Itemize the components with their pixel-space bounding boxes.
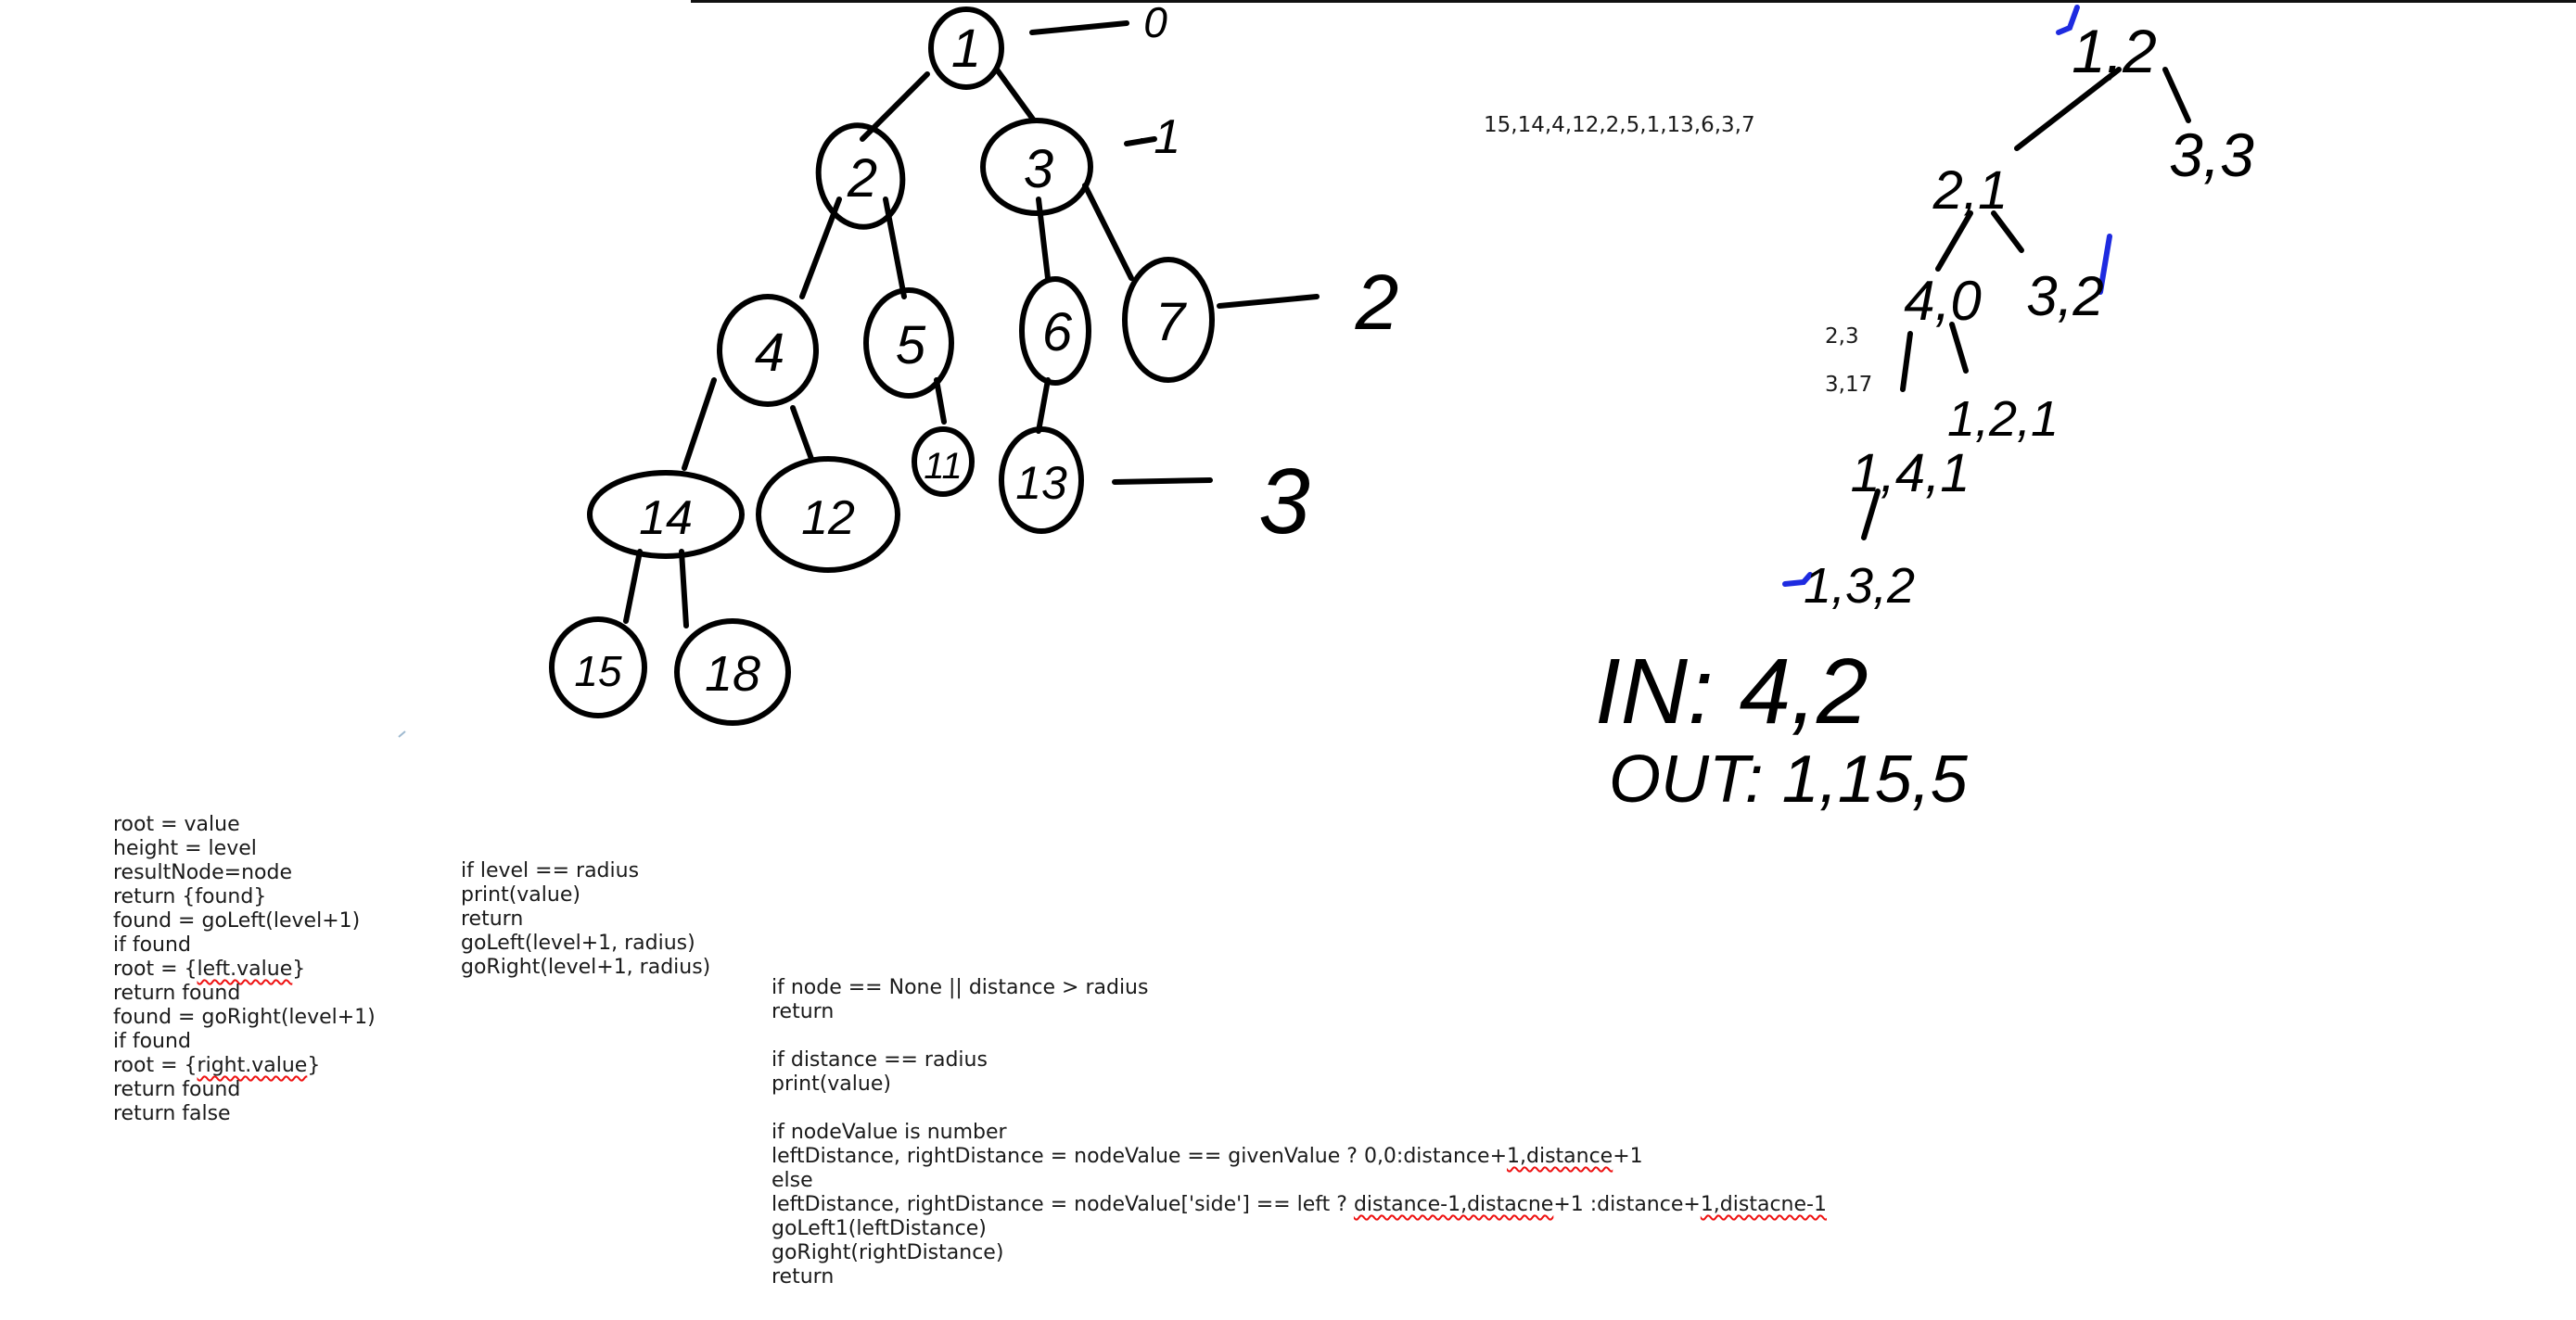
tree-node-label: 5 [896, 315, 926, 375]
code-line [772, 1024, 1827, 1048]
sketch-label: 1,2,1 [1947, 391, 2059, 447]
tree-node-label: 18 [705, 646, 760, 702]
code-line: resultNode=node [113, 861, 292, 884]
sketch-label: 4,0 [1904, 270, 1981, 332]
tree-node-circle [1122, 257, 1215, 383]
out-line: OUT: 1,15,5 [1609, 742, 1969, 817]
code-line: if level == radius [461, 859, 640, 882]
code-line: root = {left.value} [113, 958, 306, 981]
sketch-label: 1,4,1 [1851, 443, 1970, 503]
code-line: return false [113, 1102, 231, 1125]
code-line: return [772, 1000, 835, 1023]
code-line: leftDistance, rightDistance = nodeValue[… [772, 1193, 1827, 1216]
tree-node-label: 6 [1042, 302, 1073, 362]
sketch-label: 2,1 [1932, 160, 2009, 221]
code-line: if node == None || distance > radius [772, 976, 1149, 999]
tree-node-circle [980, 118, 1093, 216]
code-line: goRight(level+1, radius) [461, 956, 711, 979]
tree-node-circle [756, 456, 900, 573]
coord-note: 3,17 [1825, 373, 1873, 397]
level-label: 0 [1143, 0, 1167, 46]
tree-node-circle [815, 122, 906, 230]
code-line: return [461, 908, 524, 931]
tree-node-circle [587, 470, 745, 559]
sequence-note: 15,14,4,12,2,5,1,13,6,3,7 [1484, 113, 1755, 137]
code-line: return {found} [113, 885, 267, 908]
in-line: IN: 4,2 [1595, 640, 1868, 743]
tree-node-label: 1 [951, 19, 981, 79]
tree-node-circle [549, 616, 647, 718]
code-line: leftDistance, rightDistance = nodeValue … [772, 1145, 1643, 1168]
code-line: height = level [113, 837, 257, 860]
tree-node-label: 12 [801, 491, 855, 545]
code-line: else [772, 1169, 813, 1192]
code-line: goRight(rightDistance) [772, 1241, 1004, 1264]
sketch-label: 1,3,2 [1804, 558, 1915, 614]
right-sketch: 1,2 2,1 3,3 4,0 3,2 1,2,1 1,4,1 1,3,2 IN… [1595, 5, 2254, 817]
sketch-label: 3,3 [2169, 121, 2254, 189]
tree-node-circle [999, 426, 1084, 534]
level-label: -1 [1138, 110, 1180, 164]
code-line: root = {right.value} [113, 1054, 321, 1077]
tree-node-label: 11 [924, 446, 963, 487]
tree-node-label: 2 [847, 148, 877, 209]
sketch-label: 3,2 [2026, 265, 2103, 327]
code-line: goLeft(level+1, radius) [461, 932, 695, 955]
tree-sketch: 1 2 3 4 5 6 7 14 12 11 13 15 18 0 -1 2 3 [398, 0, 1399, 738]
code-line: if found [113, 933, 191, 957]
coord-note: 2,3 [1825, 324, 1859, 349]
tree-node-label: 4 [755, 323, 784, 383]
level-label: 2 [1355, 259, 1399, 346]
code-line: goLeft1(leftDistance) [772, 1217, 987, 1240]
tree-node-circle [717, 294, 819, 407]
code-line: root = value [113, 813, 240, 836]
tree-node-circle [912, 426, 975, 497]
tree-node-circle [928, 6, 1004, 90]
code-line: found = goLeft(level+1) [113, 909, 361, 933]
code-line [772, 1097, 1827, 1121]
tree-node-label: 3 [1024, 139, 1053, 199]
code-line: if distance == radius [772, 1048, 988, 1072]
tree-node-label: 15 [574, 647, 622, 695]
code-line: return found [113, 1078, 241, 1101]
code-line: if found [113, 1030, 191, 1053]
code-line: found = goRight(level+1) [113, 1006, 376, 1029]
code-line: return found [113, 982, 241, 1005]
tree-node-circle [674, 618, 791, 726]
tree-node-label: 7 [1155, 292, 1188, 352]
code-line: print(value) [461, 883, 580, 907]
sketch-label: 1,2 [2072, 17, 2157, 85]
level-label: 3 [1258, 450, 1310, 553]
code-line: return [772, 1265, 835, 1288]
tree-node-label: 14 [639, 491, 693, 545]
code-line: print(value) [772, 1072, 891, 1096]
tree-node-label: 13 [1015, 457, 1067, 509]
canvas-top-border [691, 0, 2576, 3]
tree-node-circle [863, 287, 954, 399]
tree-node-circle [1019, 276, 1091, 386]
code-line: if nodeValue is number [772, 1121, 1007, 1144]
